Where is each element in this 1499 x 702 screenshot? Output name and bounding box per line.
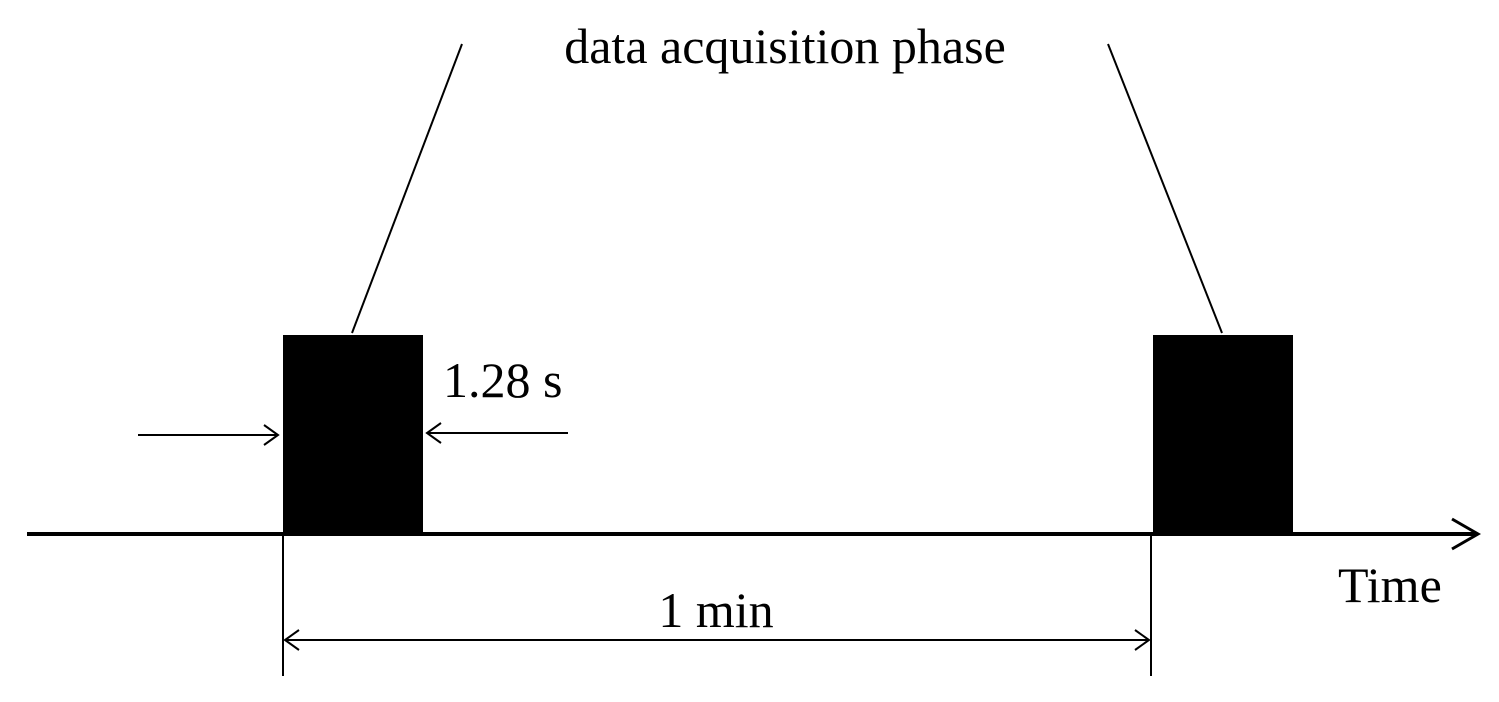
- time-axis-arrowhead: [1451, 517, 1482, 551]
- interval-arrowhead-left: [283, 629, 300, 651]
- interval-label: 1 min: [658, 582, 773, 638]
- leader-line-left: [351, 43, 463, 334]
- interval-arrowhead-right: [1134, 629, 1151, 651]
- title-label: data acquisition phase: [564, 18, 1006, 74]
- leader-line-right: [1107, 43, 1223, 334]
- acquisition-pulse-second: [1153, 335, 1293, 532]
- time-axis-label: Time: [1338, 557, 1442, 613]
- duration-arrowhead-left: [263, 424, 280, 446]
- pulse-duration-label: 1.28 s: [443, 352, 562, 408]
- duration-arrowhead-right: [425, 422, 442, 444]
- acquisition-pulse-first: [283, 335, 423, 532]
